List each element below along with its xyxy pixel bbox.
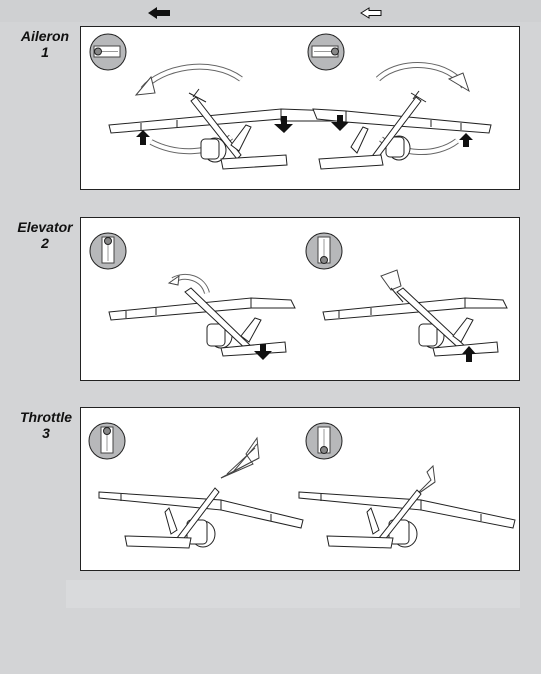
joystick-position-icon (307, 33, 345, 71)
section-number: 3 (42, 425, 50, 441)
joystick-position-icon (305, 422, 343, 460)
joystick-position-icon (89, 232, 127, 270)
throttle-panel (80, 407, 520, 571)
surface-deflection-arrow-icon (136, 116, 293, 145)
aircraft-illustration (298, 464, 516, 549)
joystick-position-icon (89, 33, 127, 71)
section-title: Elevator (17, 219, 73, 235)
aileron-panel (80, 26, 520, 190)
elevator-panel (80, 217, 520, 381)
filled-left-arrow-icon (148, 7, 170, 19)
section-title: Throttle (19, 409, 73, 425)
section-label-elevator: Elevator 2 (10, 219, 80, 251)
aircraft-illustration (322, 269, 508, 357)
aircraft-illustration (108, 273, 296, 357)
surface-deflection-arrow-icon (462, 346, 476, 362)
section-title: Aileron (20, 28, 70, 44)
aircraft-illustration (98, 436, 304, 549)
aircraft-illustration (312, 62, 492, 170)
surface-deflection-arrow-icon (331, 115, 473, 147)
section-label-aileron: Aileron 1 (14, 28, 76, 60)
aircraft-illustration (108, 63, 344, 170)
joystick-position-icon (305, 232, 343, 270)
section-number: 2 (41, 235, 49, 251)
header-strip (0, 0, 541, 22)
joystick-position-icon (88, 422, 126, 460)
surface-deflection-arrow-icon (254, 344, 272, 360)
section-number: 1 (41, 44, 49, 60)
footer-band (66, 580, 520, 608)
section-label-throttle: Throttle 3 (12, 409, 80, 441)
outlined-left-arrow-icon (360, 7, 382, 19)
